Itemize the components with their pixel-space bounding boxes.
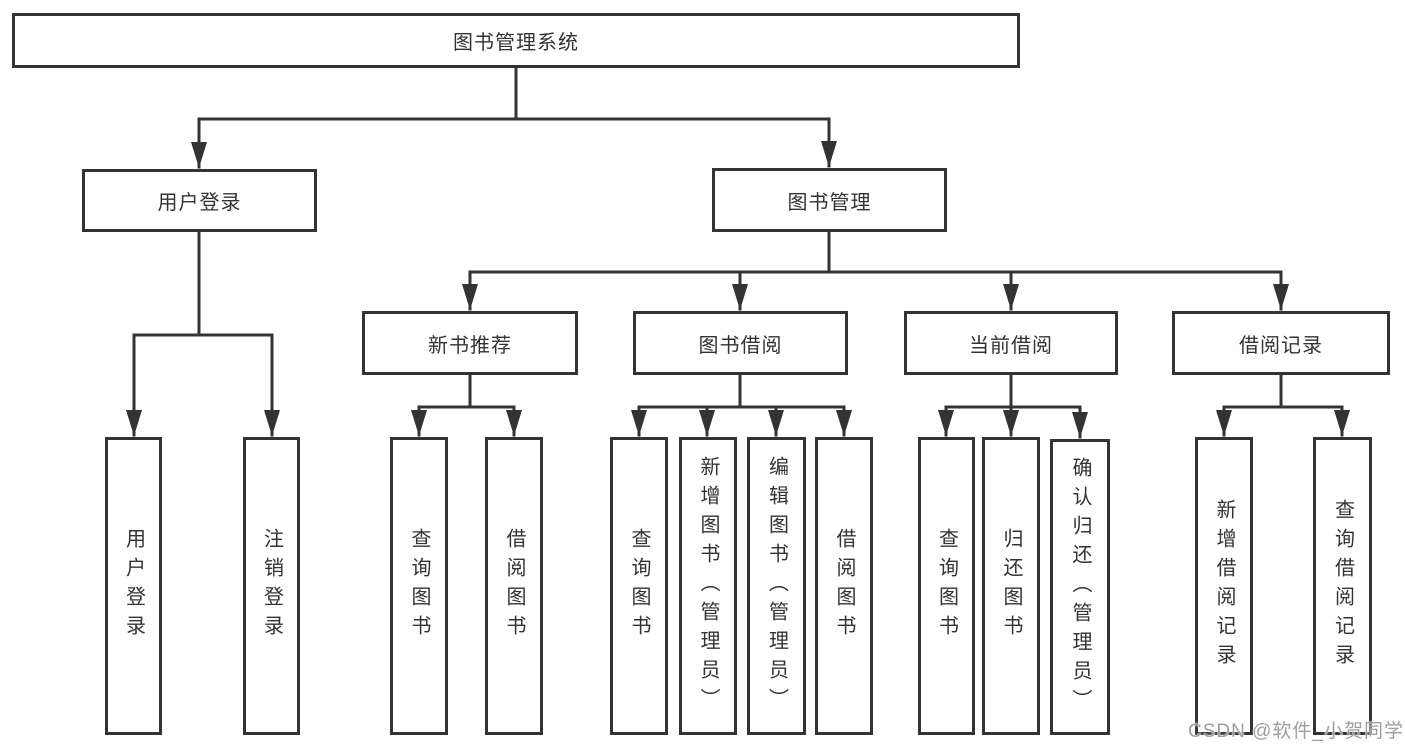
node-leaf-record-query: 查询借阅记录 <box>1313 437 1372 735</box>
node-root: 图书管理系统 <box>12 13 1020 68</box>
node-leaf-current-query: 查询图书 <box>918 437 975 735</box>
node-current-borrow-label: 当前借阅 <box>969 334 1053 357</box>
node-leaf-borrow-query: 查询图书 <box>610 437 668 735</box>
node-leaf-borrow-edit-label: 编辑图书（管理员） <box>765 455 788 717</box>
node-leaf-borrow-add: 新增图书（管理员） <box>679 437 737 735</box>
node-leaf-newbook-query-label: 查询图书 <box>408 528 430 644</box>
node-current-borrow: 当前借阅 <box>904 311 1118 375</box>
node-book-management-label: 图书管理 <box>787 191 872 214</box>
node-leaf-current-return: 归还图书 <box>982 437 1040 735</box>
node-new-book-recommend-label: 新书推荐 <box>428 334 512 357</box>
node-leaf-record-query-label: 查询借阅记录 <box>1331 499 1354 673</box>
node-user-login-label: 用户登录 <box>157 192 242 214</box>
node-borrow-records: 借阅记录 <box>1172 311 1390 375</box>
node-borrow-records-label: 借阅记录 <box>1239 334 1323 357</box>
node-new-book-recommend: 新书推荐 <box>362 311 578 375</box>
node-user-login: 用户登录 <box>82 169 317 232</box>
node-leaf-current-query-label: 查询图书 <box>935 528 958 644</box>
node-leaf-current-return-label: 归还图书 <box>1000 528 1022 644</box>
node-leaf-record-add-label: 新增借阅记录 <box>1213 499 1235 673</box>
node-leaf-borrow-borrow: 借阅图书 <box>815 437 873 735</box>
node-book-borrow: 图书借阅 <box>633 311 848 375</box>
node-leaf-record-add: 新增借阅记录 <box>1195 437 1253 735</box>
node-leaf-borrow-edit: 编辑图书（管理员） <box>747 437 806 735</box>
node-leaf-logout: 注销登录 <box>243 437 300 735</box>
node-leaf-logout-label: 注销登录 <box>260 528 283 644</box>
node-leaf-user-login: 用户登录 <box>105 437 162 735</box>
node-leaf-newbook-query: 查询图书 <box>390 437 448 735</box>
node-leaf-newbook-borrow-label: 借阅图书 <box>503 528 525 644</box>
node-book-borrow-label: 图书借阅 <box>698 334 783 357</box>
csdn-watermark: CSDN @软件_小贺同学 <box>1188 721 1404 742</box>
node-leaf-borrow-add-label: 新增图书（管理员） <box>697 455 719 717</box>
node-leaf-current-confirm-label: 确认归还（管理员） <box>1069 456 1091 718</box>
node-book-management: 图书管理 <box>712 168 947 232</box>
node-leaf-borrow-borrow-label: 借阅图书 <box>833 528 855 644</box>
node-root-label: 图书管理系统 <box>453 32 579 54</box>
node-leaf-newbook-borrow: 借阅图书 <box>485 437 543 735</box>
node-leaf-borrow-query-label: 查询图书 <box>628 528 650 644</box>
node-leaf-current-confirm: 确认归还（管理员） <box>1050 439 1110 735</box>
node-leaf-user-login-label: 用户登录 <box>122 528 145 644</box>
